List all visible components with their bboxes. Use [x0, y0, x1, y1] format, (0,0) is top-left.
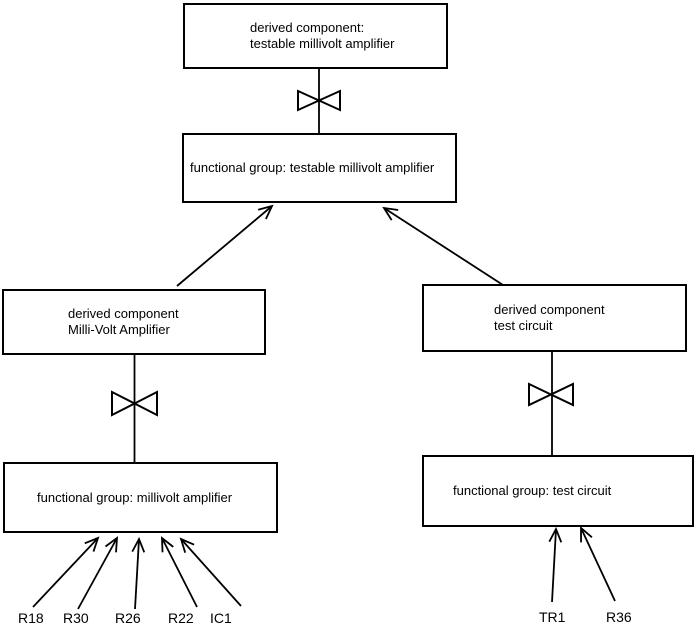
node-derived-testable-amplifier: derived component: testable millivolt am…: [183, 3, 448, 69]
node-functional-group-millivolt: functional group: millivolt amplifier: [3, 462, 278, 533]
component-label-r26: R26: [115, 610, 141, 626]
node-text-line: derived component:: [250, 20, 365, 35]
arrow-r36: [580, 526, 616, 602]
node-text-line: test circuit: [494, 318, 553, 333]
node-derived-test-circuit: derived component test circuit: [422, 284, 687, 352]
node-text-line: derived component: [494, 302, 605, 317]
node-functional-group-testable: functional group: testable millivolt amp…: [182, 133, 457, 203]
component-label-ic1: IC1: [210, 610, 232, 626]
component-label-r22: R22: [168, 610, 194, 626]
arrow-r30: [77, 536, 119, 610]
node-text-line: Milli-Volt Amplifier: [68, 322, 170, 337]
bowtie-icon-top: [297, 89, 341, 112]
node-functional-group-test-circuit: functional group: test circuit: [422, 455, 694, 527]
node-text-line: functional group: test circuit: [453, 483, 612, 498]
component-label-r18: R18: [18, 610, 44, 626]
bowtie-icon-left: [111, 390, 158, 417]
arrow-dc-mv-to-fg-testable: [176, 204, 274, 287]
arrow-tr1: [548, 526, 563, 603]
node-text-line: functional group: testable millivolt amp…: [190, 160, 435, 175]
arrow-dc-test-to-fg-testable: [382, 206, 504, 286]
node-text-line: derived component: [68, 306, 179, 321]
arrow-ic1: [179, 537, 242, 607]
node-text-line: testable millivolt amplifier: [250, 36, 395, 51]
arrow-r26: [131, 536, 146, 610]
component-label-r36: R36: [606, 609, 632, 625]
component-label-r30: R30: [63, 610, 89, 626]
component-label-tr1: TR1: [539, 609, 566, 625]
node-text-line: functional group: millivolt amplifier: [37, 489, 233, 505]
arrow-r22: [161, 536, 198, 608]
node-derived-millivolt-amplifier: derived component Milli-Volt Amplifier: [2, 289, 266, 355]
bowtie-icon-right: [528, 382, 574, 407]
arrow-r18: [32, 536, 100, 608]
